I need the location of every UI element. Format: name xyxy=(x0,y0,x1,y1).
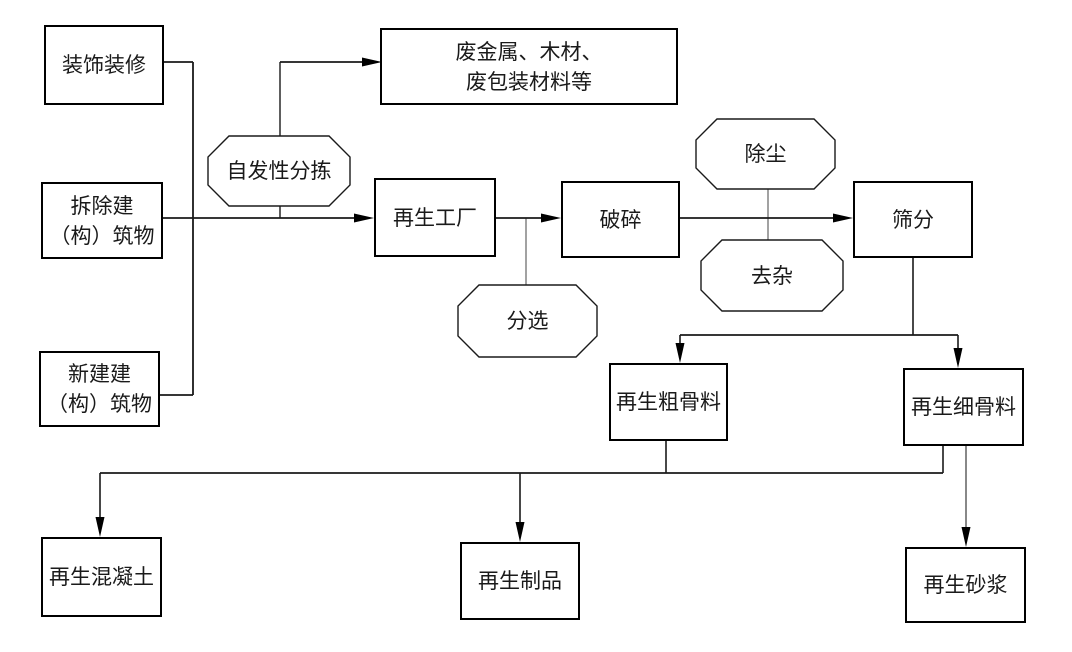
node-recycled-products-label: 再生制品 xyxy=(478,569,562,593)
arrow-into-screening xyxy=(833,213,853,223)
node-waste-materials-line2: 废包装材料等 xyxy=(466,69,592,94)
arrow-into-fine-aggregate xyxy=(953,348,963,368)
node-recycled-concrete: 再生混凝土 xyxy=(41,537,162,617)
node-demolition-line1: 拆除建 xyxy=(70,193,134,218)
node-sorting-label: 分选 xyxy=(506,309,549,333)
arrow-into-recycled-mortar xyxy=(961,527,971,547)
node-dust-removal-label: 除尘 xyxy=(744,142,787,166)
arrow-into-coarse-aggregate xyxy=(675,343,685,363)
arrow-into-recycled-concrete xyxy=(95,517,105,537)
node-demolition: 拆除建 （构）筑物 xyxy=(41,182,163,259)
node-impurity-removal-label: 去杂 xyxy=(751,263,793,288)
node-new-construction: 新建建 （构）筑物 xyxy=(39,351,160,427)
node-dust-removal: 除尘 xyxy=(696,119,835,189)
node-recycling-plant-label: 再生工厂 xyxy=(393,205,477,230)
node-coarse-aggregate: 再生粗骨料 xyxy=(609,363,728,441)
node-waste-materials: 废金属、木材、 废包装材料等 xyxy=(380,28,678,105)
arrow-into-recycled-products xyxy=(515,522,525,542)
node-fine-aggregate: 再生细骨料 xyxy=(903,368,1024,446)
node-spontaneous-sorting-label: 自发性分拣 xyxy=(226,159,332,183)
node-impurity-removal: 去杂 xyxy=(701,240,843,311)
arrow-into-crushing xyxy=(541,213,561,223)
node-recycled-mortar: 再生砂浆 xyxy=(905,547,1026,623)
node-waste-materials-line1: 废金属、木材、 xyxy=(455,39,603,64)
node-crushing-label: 破碎 xyxy=(599,207,642,232)
node-recycled-mortar-label: 再生砂浆 xyxy=(923,573,1008,597)
node-decoration: 装饰装修 xyxy=(44,25,164,105)
node-recycled-products: 再生制品 xyxy=(460,542,580,620)
dust-removal-octagon xyxy=(695,118,836,190)
arrow-into-waste-materials xyxy=(362,57,382,67)
node-recycled-concrete-label: 再生混凝土 xyxy=(49,565,154,589)
node-new-construction-line2: （构）筑物 xyxy=(47,392,152,416)
arrow-into-recycling-plant xyxy=(354,213,374,223)
sorting-octagon xyxy=(457,284,598,358)
node-recycling-plant: 再生工厂 xyxy=(374,178,496,257)
node-spontaneous-sorting: 自发性分拣 xyxy=(208,136,350,206)
node-sorting: 分选 xyxy=(458,285,597,357)
node-screening-label: 筛分 xyxy=(892,207,934,232)
node-demolition-line2: （构）筑物 xyxy=(49,223,155,248)
node-decoration-label: 装饰装修 xyxy=(62,53,146,77)
node-new-construction-line1: 新建建 xyxy=(68,362,131,386)
impurity-removal-octagon xyxy=(700,239,844,312)
node-fine-aggregate-label: 再生细骨料 xyxy=(911,395,1016,419)
node-crushing: 破碎 xyxy=(561,181,680,258)
spontaneous-sorting-octagon xyxy=(207,135,351,207)
node-screening: 筛分 xyxy=(853,181,973,258)
node-coarse-aggregate-label: 再生粗骨料 xyxy=(616,390,721,414)
